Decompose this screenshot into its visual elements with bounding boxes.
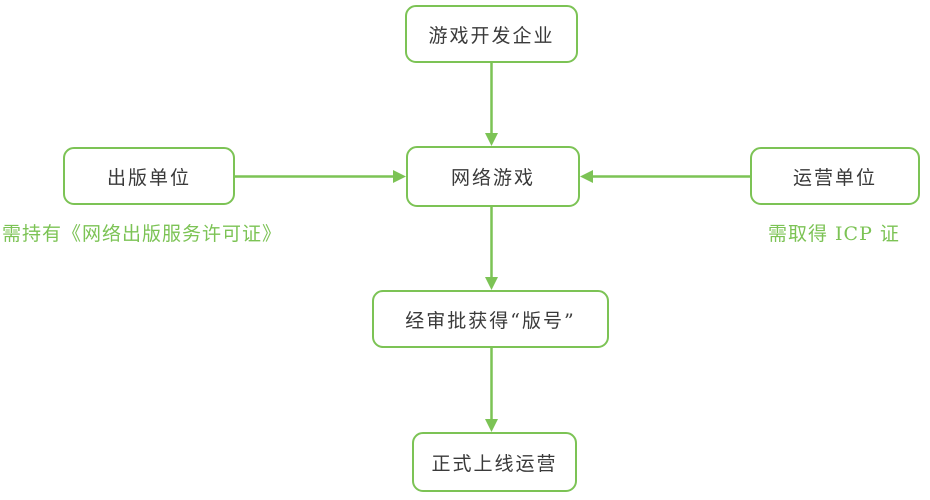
node-online-game-label: 网络游戏 <box>450 167 535 189</box>
node-official-launch-label: 正式上线运营 <box>431 452 558 475</box>
connector-publisher-to-game <box>235 170 406 183</box>
node-online-game: 网络游戏 <box>406 146 580 207</box>
node-operator: 运营单位 <box>750 147 920 205</box>
connector-operator-to-game <box>580 170 750 183</box>
connector-approval-to-launch <box>485 348 498 432</box>
node-operator-label: 运营单位 <box>792 166 877 189</box>
annotation-publisher-license: 需持有《网络出版服务许可证》 <box>2 223 283 245</box>
arrowhead-down-icon <box>485 277 498 290</box>
arrowhead-left-icon <box>580 170 593 183</box>
node-game-developer-label: 游戏开发企业 <box>428 24 555 47</box>
node-official-launch: 正式上线运营 <box>412 432 577 492</box>
node-approval-version-number: 经审批获得“版号” <box>372 290 609 348</box>
node-publisher-label: 出版单位 <box>106 166 191 189</box>
connector-developer-to-game <box>485 63 498 146</box>
arrowhead-down-icon <box>485 133 498 146</box>
node-publisher: 出版单位 <box>63 147 235 205</box>
annotation-operator-icp: 需取得 ICP 证 <box>768 223 900 245</box>
connector-game-to-approval <box>485 207 498 290</box>
node-game-developer: 游戏开发企业 <box>405 5 578 63</box>
node-approval-version-number-label: 经审批获得“版号” <box>405 309 576 332</box>
arrowhead-down-icon <box>485 419 498 432</box>
arrowhead-right-icon <box>393 170 406 183</box>
